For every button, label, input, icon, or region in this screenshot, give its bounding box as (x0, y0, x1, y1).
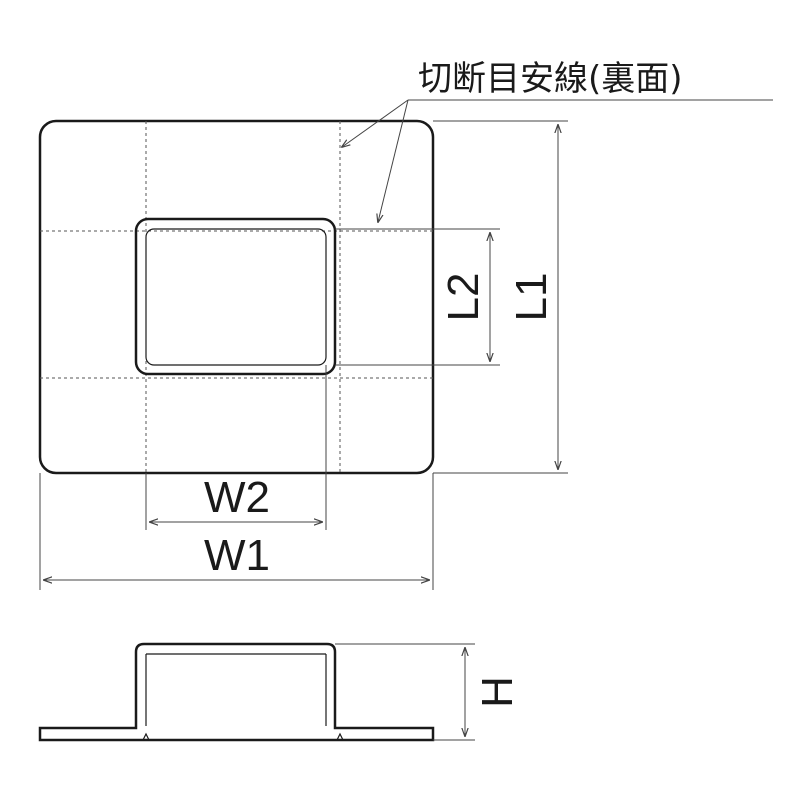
h-label: H (473, 676, 522, 708)
cut-guide-label: 切断目安線(裏面) (418, 59, 683, 99)
l1-dimension (433, 120, 568, 474)
w1-label: W1 (204, 531, 270, 580)
l2-label: L2 (439, 273, 488, 322)
w1-dimension (39, 473, 434, 590)
inner-opening-outer-outline (134, 217, 337, 376)
inner-opening-inner-outline (145, 228, 327, 366)
w2-label: W2 (204, 473, 270, 522)
cut-guide-leader (342, 99, 773, 222)
outer-plate-outline (38, 119, 435, 475)
l2-dimension (335, 228, 500, 366)
side-view-outline (38, 642, 435, 742)
l1-label: L1 (507, 273, 556, 322)
cut-guide-lines (40, 121, 433, 473)
h-dimension (335, 643, 475, 741)
w2-dimension (145, 365, 327, 530)
